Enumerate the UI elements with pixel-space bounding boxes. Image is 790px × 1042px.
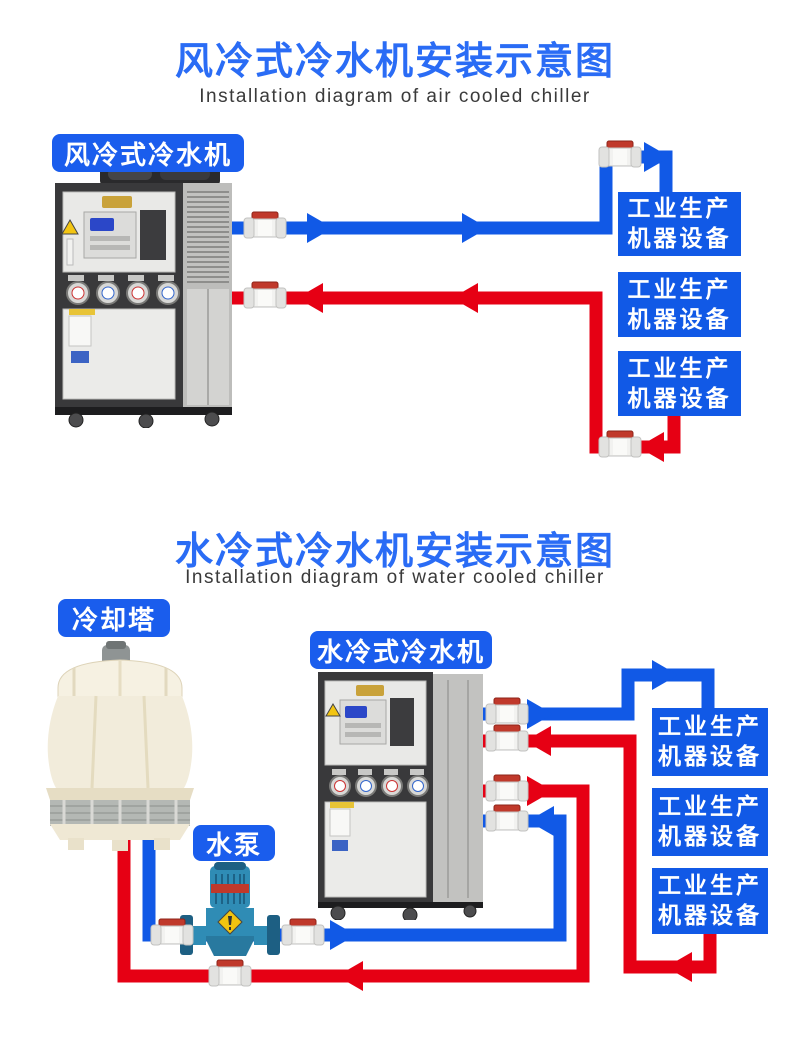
water-pump-label: 水泵 <box>193 825 275 861</box>
valve-icon <box>485 724 529 752</box>
water-supply-pipe <box>478 660 715 729</box>
pump-nameplate <box>211 884 249 893</box>
water-chiller-label: 水冷式冷水机 <box>310 631 492 669</box>
water-section-subtitle: Installation diagram of water cooled chi… <box>185 567 605 588</box>
valve-icon <box>485 804 529 832</box>
flow-arrow-left-icon <box>297 283 323 313</box>
air-vent-grille <box>187 191 229 283</box>
pressure-gauges <box>66 275 180 305</box>
water-cooled-chiller-image <box>318 672 483 920</box>
blue-sticker <box>71 351 89 363</box>
equipment-box-line: 工业生产 <box>627 275 732 302</box>
lcd-display <box>90 218 114 231</box>
equipment-box: 工业生产 机器设备 <box>652 708 768 776</box>
spec-sticker <box>329 808 351 837</box>
flow-arrow-left-icon <box>452 283 478 313</box>
caster-wheels <box>68 411 220 428</box>
air-section-subtitle: Installation diagram of air cooled chill… <box>199 86 591 107</box>
equipment-box-line: 机器设备 <box>658 743 762 769</box>
blue-sticker <box>332 840 348 851</box>
pressure-gauges <box>329 769 429 797</box>
valve-icon <box>243 281 287 309</box>
tower-body <box>47 696 193 788</box>
valve-icon <box>243 211 287 239</box>
flow-arrow-right-icon <box>330 920 356 950</box>
equipment-box-line: 工业生产 <box>658 793 762 820</box>
flow-arrow-right-icon <box>644 142 670 172</box>
cooling-tower-label: 冷却塔 <box>58 599 170 637</box>
flow-arrow-left-icon <box>337 961 363 991</box>
flow-arrow-left-icon <box>528 806 554 836</box>
cooling-water-supply-pipe <box>142 806 567 950</box>
equipment-box: 工业生产 机器设备 <box>652 788 768 856</box>
equipment-box-line: 工业生产 <box>658 713 762 740</box>
lcd-display <box>345 706 367 718</box>
flow-arrow-left-icon <box>638 432 664 462</box>
pump-volute <box>204 936 256 956</box>
equipment-box-line: 机器设备 <box>627 384 732 411</box>
pump-flange <box>267 915 280 955</box>
brand-logo <box>356 685 384 696</box>
equipment-box-line: 工业生产 <box>658 872 762 899</box>
cooling-water-return-pipe <box>117 776 590 991</box>
equipment-box: 工业生产 机器设备 <box>618 351 741 416</box>
spec-sticker <box>68 315 92 347</box>
cooling-tower-image <box>40 596 200 851</box>
valve-icon <box>598 430 642 458</box>
flow-arrow-left-icon <box>666 952 692 982</box>
water-section-title: 水冷式冷水机安装示意图 <box>174 531 615 573</box>
flow-arrow-right-icon <box>307 213 333 243</box>
water-return-pipe <box>478 726 717 982</box>
valve-icon <box>485 774 529 802</box>
air-return-pipe <box>226 283 681 462</box>
air-cooled-chiller-image <box>50 163 235 428</box>
valve-icon <box>485 697 529 725</box>
air-chiller-label: 风冷式冷水机 <box>52 134 244 172</box>
flow-arrow-right-icon <box>462 213 488 243</box>
equipment-box: 工业生产 机器设备 <box>652 868 768 934</box>
flow-arrow-right-icon <box>527 776 553 806</box>
tower-legs <box>68 838 170 851</box>
equipment-box: 工业生产 机器设备 <box>618 192 741 256</box>
equipment-box-line: 机器设备 <box>627 225 732 251</box>
equipment-box-line: 机器设备 <box>627 305 732 332</box>
air-section-title: 风冷式冷水机安装示意图 <box>174 41 615 83</box>
equipment-box-line: 机器设备 <box>658 823 762 849</box>
valve-icon <box>281 918 325 946</box>
equipment-box: 工业生产 机器设备 <box>618 272 741 337</box>
flow-arrow-left-icon <box>525 726 551 756</box>
caster-wheels <box>330 904 477 920</box>
equipment-box-line: 工业生产 <box>627 354 732 381</box>
valve-icon <box>208 959 252 987</box>
flow-arrow-right-icon <box>652 660 678 690</box>
valve-icon <box>150 918 194 946</box>
brand-logo <box>102 196 132 208</box>
valve-icon <box>598 140 642 168</box>
warning-triangle-icon <box>325 703 341 717</box>
equipment-box-line: 工业生产 <box>627 195 732 222</box>
equipment-box-line: 机器设备 <box>658 902 762 928</box>
flow-arrow-right-icon <box>527 699 553 729</box>
warning-triangle-icon <box>61 218 79 235</box>
tower-mesh-band <box>50 800 190 826</box>
